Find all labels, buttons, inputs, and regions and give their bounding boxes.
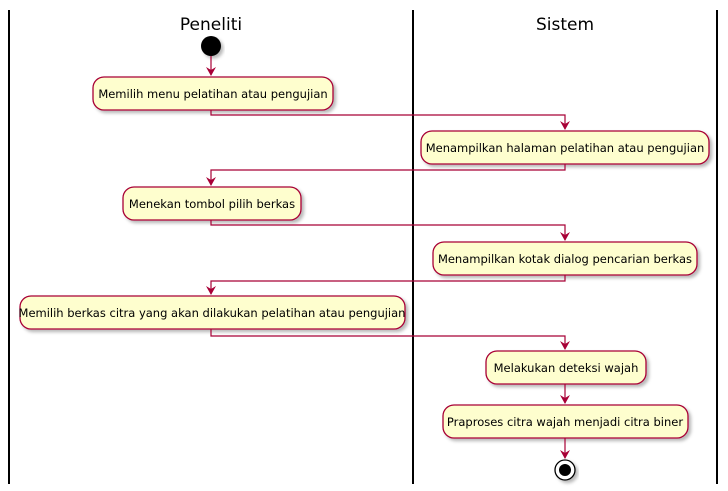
- activity-box: [122, 186, 302, 221]
- activity-label: Memilih menu pelatihan atau pengujian: [98, 87, 327, 101]
- activity-label: Melakukan deteksi wajah: [494, 361, 639, 375]
- lane-title-peneliti: Peneliti: [180, 15, 242, 35]
- activity-label: Memilih berkas citra yang akan dilakukan…: [19, 306, 406, 320]
- arrow-5-to-6: [210, 329, 570, 350]
- arrow-2-to-3: [206, 164, 566, 186]
- activity-box: [19, 295, 406, 330]
- activity-label: Praproses citra wajah menjadi citra bine…: [447, 415, 683, 429]
- arrow-4-to-5: [206, 275, 566, 295]
- activity-box: [92, 76, 334, 111]
- activity-label: Menekan tombol pilih berkas: [129, 197, 295, 211]
- lane-title-sistem: Sistem: [536, 15, 594, 35]
- arrow-3-to-4: [210, 220, 570, 241]
- activity-label: Menampilkan kotak dialog pencarian berka…: [438, 252, 692, 266]
- arrow-1-to-2: [210, 110, 570, 130]
- end-node: [554, 459, 576, 481]
- activity-label: Menampilkan halaman pelatihan atau pengu…: [426, 141, 705, 155]
- activity-box: [485, 350, 647, 385]
- start-node: [201, 36, 221, 56]
